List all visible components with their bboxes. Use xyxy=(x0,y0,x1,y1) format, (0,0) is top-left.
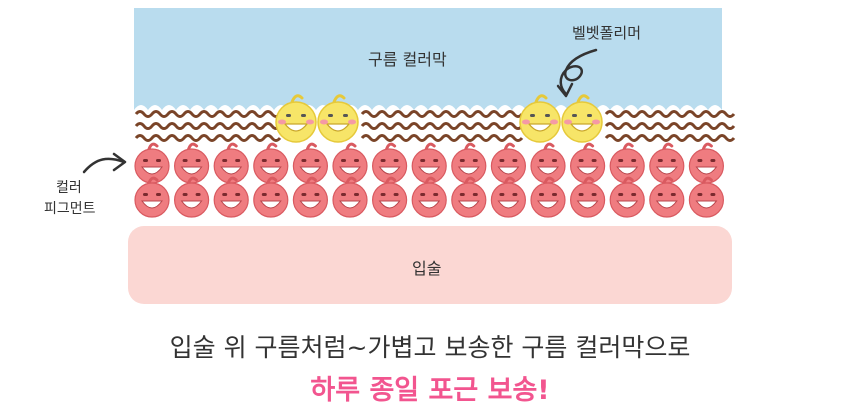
lips-layer xyxy=(128,226,732,304)
color-pigment-ball xyxy=(649,142,685,184)
wave-line xyxy=(604,110,736,118)
caption-line1: 입술 위 구름처럼~가볍고 보송한 구름 컬러막으로 xyxy=(169,333,691,362)
color-pigment-ball xyxy=(649,176,685,218)
color-pigment-ball xyxy=(530,176,566,218)
color-pigment-ball xyxy=(451,142,487,184)
caption-line2: 하루 종일 포근 보송! xyxy=(310,375,550,406)
velvet-polymer-ball xyxy=(561,94,603,143)
color-pigment-ball xyxy=(609,176,645,218)
color-pigment-ball xyxy=(174,142,210,184)
label-lips: 입술 xyxy=(412,259,442,278)
velvet-polymer-group xyxy=(275,94,603,143)
color-pigment-ball xyxy=(332,142,368,184)
color-pigment-ball xyxy=(174,176,210,218)
color-pigment-ball xyxy=(253,142,289,184)
velvet-polymer-ball xyxy=(275,94,317,143)
wave-line xyxy=(134,122,282,130)
label-cloud-film: 구름 컬러막 xyxy=(368,50,447,69)
color-pigment-group xyxy=(134,142,725,218)
color-pigment-ball xyxy=(134,176,170,218)
color-pigment-ball xyxy=(332,176,368,218)
pointer-arrowhead-polymer xyxy=(556,82,574,98)
wave-line xyxy=(360,122,524,130)
color-pigment-ball xyxy=(134,142,170,184)
color-pigment-ball xyxy=(213,176,249,218)
velvet-polymer-ball xyxy=(519,94,561,143)
label-velvet-polymer: 벨벳폴리머 xyxy=(572,24,642,42)
wave-line xyxy=(604,122,736,130)
color-pigment-ball xyxy=(688,176,725,218)
velvet-polymer-ball xyxy=(317,94,359,143)
wave-layer xyxy=(134,110,736,142)
color-pigment-ball xyxy=(451,176,487,218)
color-pigment-ball xyxy=(213,142,249,184)
color-pigment-ball xyxy=(490,176,526,218)
wave-line xyxy=(604,134,736,142)
wave-line xyxy=(134,134,282,142)
wave-line xyxy=(360,110,524,118)
color-pigment-ball xyxy=(372,142,408,184)
label-color-pigment-line2: 피그먼트 xyxy=(44,201,96,217)
color-pigment-ball xyxy=(292,176,328,218)
color-pigment-ball xyxy=(372,176,408,218)
pointer-arrow-pigment xyxy=(82,157,126,174)
wave-line xyxy=(360,134,524,142)
pointer-arrow-polymer xyxy=(559,48,598,96)
label-color-pigment-line1: 컬러 xyxy=(56,180,82,196)
color-pigment-ball xyxy=(253,176,289,218)
cloud-film-layer xyxy=(134,8,722,118)
pointer-arrowhead-pigment xyxy=(112,152,127,172)
color-pigment-ball xyxy=(688,142,725,184)
color-pigment-ball xyxy=(569,142,606,184)
color-pigment-ball xyxy=(411,176,447,218)
color-pigment-ball xyxy=(569,176,606,218)
wave-line xyxy=(134,110,282,118)
